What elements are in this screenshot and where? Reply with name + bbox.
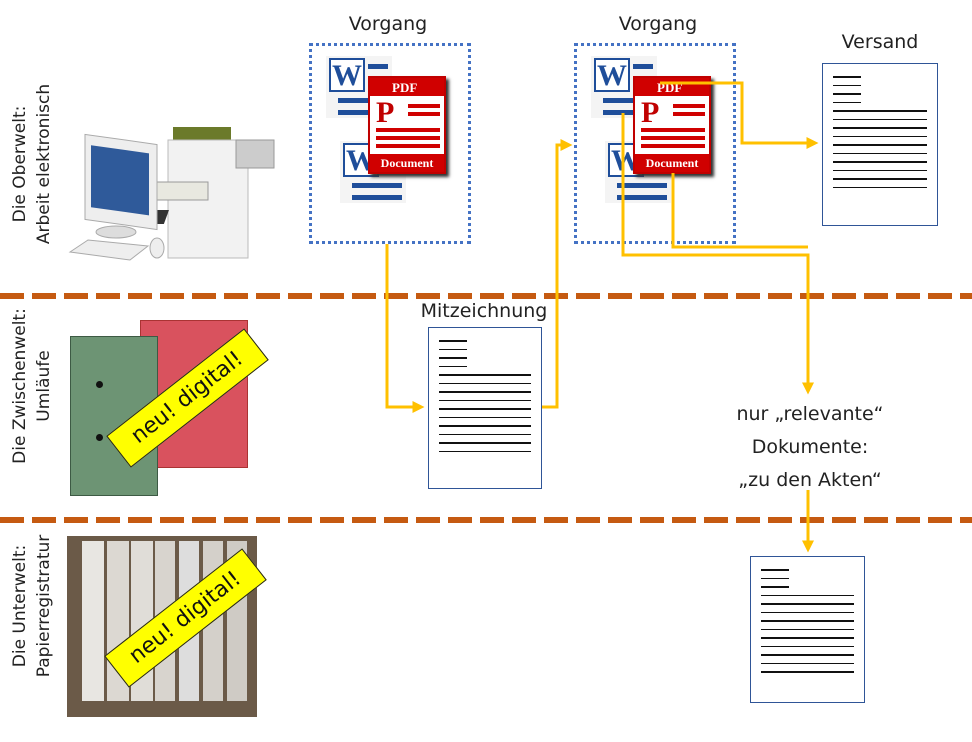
note-line: nur „relevante“ (736, 403, 884, 425)
layer-label-zwischenwelt: Die Zwischenwelt:Umläufe (8, 276, 56, 496)
vorgang-2-title: Vorgang (618, 13, 698, 35)
word-logo: W (329, 58, 365, 92)
label-line: Arbeit elektronisch (34, 83, 54, 245)
layer-label-unterwelt: Die Unterwelt:Papierregistratur (8, 496, 56, 716)
mitzeichnung-title: Mitzeichnung (420, 300, 548, 322)
label-line: Die Unterwelt: (10, 544, 30, 668)
label-line: Die Oberwelt: (10, 105, 30, 223)
layer-separator-bottom (0, 517, 972, 523)
label-line: Papierregistratur (34, 534, 54, 678)
vorgang-1-title: Vorgang (348, 13, 428, 35)
computer-image (68, 127, 275, 261)
versand-title: Versand (841, 31, 919, 53)
layer-label-oberwelt: Die Oberwelt:Arbeit elektronisch (8, 54, 56, 274)
pdf-header: PDF (635, 78, 709, 96)
pdf-logo: P (376, 96, 395, 129)
layer-separator-top (0, 293, 972, 299)
versand-document[interactable] (822, 63, 938, 226)
mitzeichnung-document[interactable] (428, 327, 542, 489)
label-line: Umläufe (34, 350, 54, 422)
arrow-mitzeichnung-to-vorgang2 (542, 139, 573, 409)
pdf-footer: Document (370, 154, 444, 172)
note-line: Dokumente: (751, 436, 869, 458)
relevant-documents-note: nur „relevante“ Dokumente: „zu den Akten… (736, 398, 883, 497)
pdf-logo: P (641, 96, 660, 129)
arrow-vorgang1-to-mitzeichnung (385, 244, 425, 413)
label-line: Die Zwischenwelt: (10, 308, 30, 464)
pdf-header: PDF (370, 78, 444, 96)
word-logo: W (594, 58, 630, 92)
pdf-footer: Document (635, 154, 709, 172)
archive-document[interactable] (750, 556, 865, 703)
note-line: „zu den Akten“ (738, 469, 882, 491)
